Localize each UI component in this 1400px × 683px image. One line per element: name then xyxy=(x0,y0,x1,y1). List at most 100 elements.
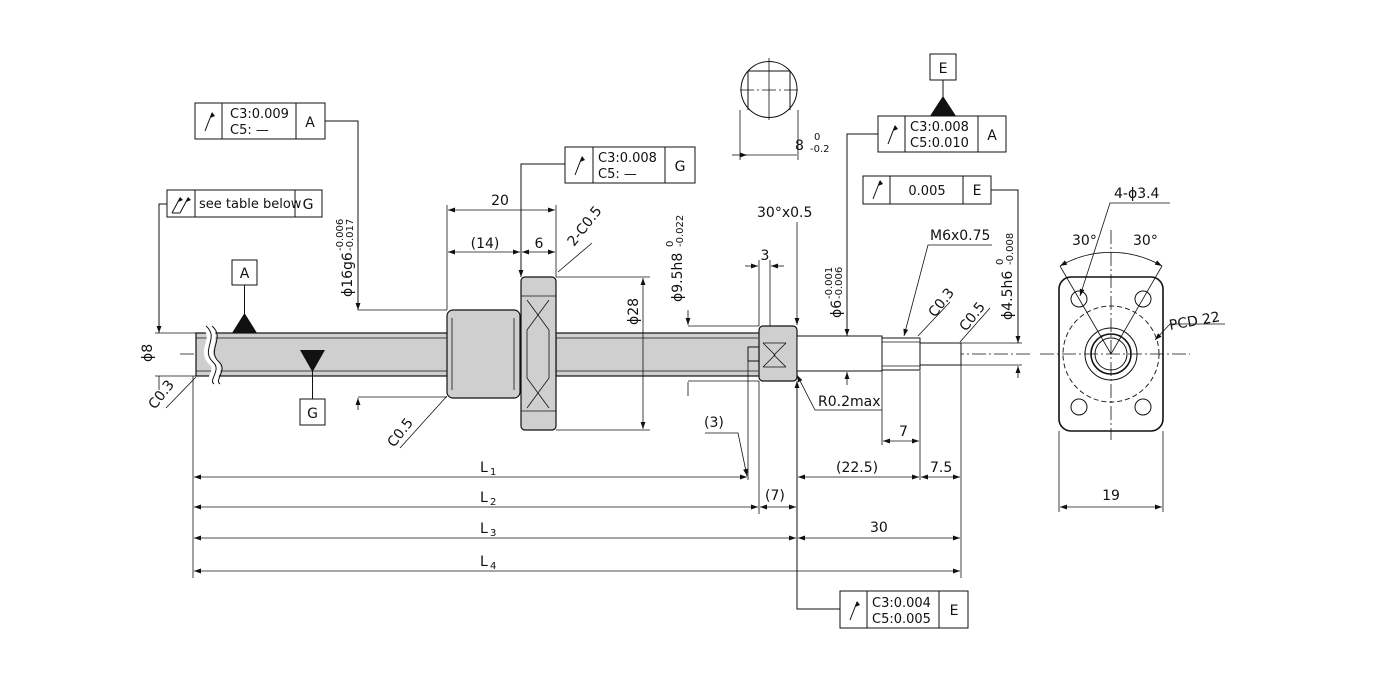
dim-phi16: ϕ16g6 xyxy=(340,252,356,297)
chamfer-2c05: 2-C0.5 xyxy=(565,203,606,249)
fcf-datum: A xyxy=(305,115,315,131)
chamfer-leader xyxy=(557,242,593,273)
datum-g-label: G xyxy=(307,406,318,422)
dim-6: 6 xyxy=(535,236,544,252)
fcf-line2: C5:0.010 xyxy=(910,136,969,151)
fcf-runout-e-small: 0.005 E xyxy=(862,175,1021,343)
bearing-journal-mark xyxy=(762,342,787,368)
bearing-journal xyxy=(758,325,798,382)
fcf-total-runout: see table below G xyxy=(156,189,323,333)
fcf-value: 0.005 xyxy=(908,184,945,199)
dim-30: 30 xyxy=(870,520,888,536)
dim-l1: L xyxy=(480,460,488,476)
dim-phi6-upper: -0.001 xyxy=(824,267,835,299)
fcf-bottom-leader xyxy=(794,381,840,610)
dim-7: 7 xyxy=(899,424,908,440)
dim-phi8: ϕ8 xyxy=(140,344,156,362)
fcf-runout-a-leader xyxy=(325,120,361,310)
dim-m6: M6x0.75 xyxy=(930,228,990,244)
fcf-text: see table below xyxy=(199,197,302,212)
length-dimensions: L 1 L 2 L 3 L 4 (3) (7) 7 (22.5) 7.5 30 xyxy=(192,361,962,578)
holes-label: 4-ϕ3.4 xyxy=(1114,186,1160,202)
dim-l3-sub: 3 xyxy=(490,528,496,539)
fcf-runout-g-frame xyxy=(564,146,696,184)
dim-c05-right: C0.5 xyxy=(957,299,989,334)
datum-e-box xyxy=(929,53,957,81)
angle-line-right xyxy=(1110,265,1163,355)
shaft-phi45-section xyxy=(919,342,962,366)
fcf-datum: A xyxy=(987,128,997,144)
fcf-runout-a-frame xyxy=(194,102,326,140)
flange-front-view: 30° 30° 4-ϕ3.4 PCD 22 19 xyxy=(1058,186,1225,512)
dim-225: (22.5) xyxy=(836,460,878,476)
dim-14: (14) xyxy=(471,236,500,252)
fcf-total-runout-frame xyxy=(166,189,323,218)
phi45-label: ϕ4.5h6 0 -0.008 xyxy=(995,233,1016,320)
datum-a-triangle xyxy=(232,313,257,333)
flat-section-body xyxy=(740,70,798,119)
fcf-runout-e-frame xyxy=(877,115,1007,153)
mount-hole-tr xyxy=(1134,290,1152,308)
dim-phi28: ϕ28 xyxy=(626,298,642,325)
fcf-line1: C3:0.009 xyxy=(230,107,289,122)
angle-arc xyxy=(1059,252,1163,267)
undercut-slot xyxy=(747,346,760,362)
fcf-line1: C3:0.008 xyxy=(598,151,657,166)
nut-body xyxy=(446,309,521,399)
fcf-small-leader xyxy=(991,189,1021,343)
dim-c05-nut: C0.5 xyxy=(385,415,417,450)
pcd-circle xyxy=(1062,305,1160,403)
dim-phi95: ϕ9.5h8 xyxy=(670,253,686,302)
shaft-inner-circle xyxy=(1094,337,1128,371)
shaft-circle xyxy=(1090,333,1132,375)
dim-chamfer-30: 30°x0.5 xyxy=(757,205,812,221)
dim-l3: L xyxy=(480,521,488,537)
datum-g-triangle xyxy=(300,350,325,372)
fcf-datum: G xyxy=(675,159,686,175)
fcf-datum: E xyxy=(950,603,959,619)
break-line-2 xyxy=(211,325,223,385)
shaft-phi6-section xyxy=(796,335,883,372)
datum-e-label: E xyxy=(939,61,948,77)
dim-c03-right: C0.3 xyxy=(926,285,958,320)
fcf-runout-a: C3:0.009 C5: — A xyxy=(194,102,361,310)
datum-g-box xyxy=(299,398,326,426)
mount-hole-bl xyxy=(1070,398,1088,416)
dim-phi6: ϕ6 xyxy=(829,300,845,318)
dim-l2-sub: 2 xyxy=(490,497,496,508)
dim-flat-upper: 0 xyxy=(814,132,820,143)
flat-section-view: 8 0 -0.2 xyxy=(732,58,830,160)
mount-hole-tl xyxy=(1070,290,1088,308)
dim-phi45-upper: 0 xyxy=(995,259,1006,265)
dim-phi95-upper: 0 xyxy=(665,241,676,247)
runout-icon xyxy=(872,180,883,200)
c03-left-leader xyxy=(165,376,197,409)
dim-phi95-lower: -0.022 xyxy=(675,215,686,247)
phi6-label: ϕ6 -0.001 -0.006 xyxy=(824,267,845,318)
datum-a-label: A xyxy=(240,266,250,282)
dim-3p-leader xyxy=(705,432,748,477)
dim-phi16-upper: -0.006 xyxy=(335,219,346,251)
dim-c03-left: C0.3 xyxy=(146,377,178,412)
shaft xyxy=(195,276,962,431)
fcf-line1: C3:0.008 xyxy=(910,120,969,135)
mount-hole-br xyxy=(1134,398,1152,416)
dim-3p: (3) xyxy=(704,415,724,431)
dim-phi16-lower: -0.017 xyxy=(345,219,356,251)
phi95-label: ϕ9.5h8 0 -0.022 xyxy=(665,215,686,302)
datum-a-group: A xyxy=(231,259,258,333)
angle-line-left xyxy=(1059,265,1112,355)
nut-outer-circle xyxy=(1084,327,1138,381)
dim-l4: L xyxy=(480,554,488,570)
break-line-1 xyxy=(205,325,217,385)
holes-leader xyxy=(1079,202,1170,297)
nut-flange xyxy=(520,276,557,431)
fcf-datum: E xyxy=(973,183,982,199)
runout-icon xyxy=(574,156,585,176)
dim-phi45: ϕ4.5h6 xyxy=(1000,271,1016,320)
fcf-line2: C5: — xyxy=(598,167,637,182)
fcf-total-runout-leader xyxy=(156,203,167,333)
pcd-label: PCD 22 xyxy=(1168,309,1221,334)
fcf-bottom-frame xyxy=(839,590,969,629)
phi16-label: ϕ16g6 -0.006 -0.017 xyxy=(335,219,356,297)
